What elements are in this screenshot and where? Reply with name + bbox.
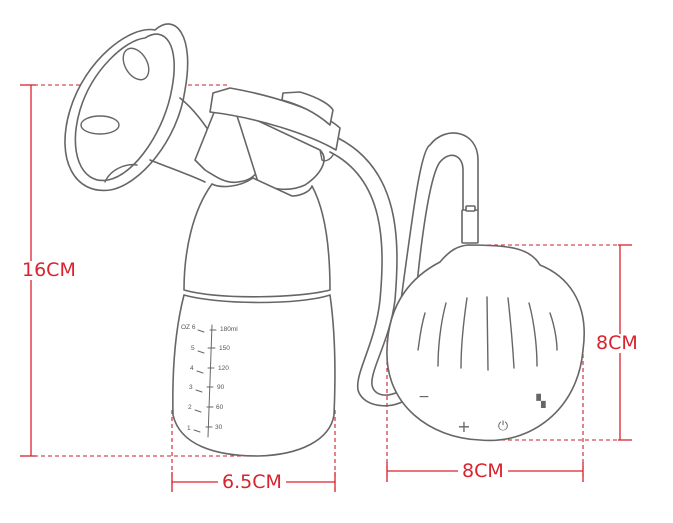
scale-oz-3: 3 [189, 384, 193, 391]
power-icon: ⏻ [497, 419, 509, 434]
scale-oz-1: 1 [187, 425, 191, 432]
scale-oz-2: 2 [188, 404, 192, 411]
pump-height-label: 16CM [22, 259, 76, 281]
scale-oz-6: OZ 6 [181, 324, 196, 331]
pump-body [172, 87, 341, 457]
scale-ml-60: 60 [216, 404, 224, 411]
bottle-width-label: 6.5CM [218, 473, 286, 492]
scale-ml-30: 30 [215, 424, 223, 431]
scale-ml-150: 150 [219, 345, 230, 352]
plus-icon: + [457, 417, 471, 436]
scale-ml-120: 120 [218, 365, 229, 372]
motor-height-label: 8CM [596, 332, 638, 354]
scale-ml-90: 90 [217, 384, 225, 391]
scale-oz-4: 4 [190, 365, 194, 372]
breast-shield [64, 23, 216, 192]
minus-icon: − [418, 389, 430, 405]
scale-ml-180: 180ml [220, 326, 238, 333]
mode-icon: ▚ [536, 394, 546, 408]
motor-unit [386, 244, 585, 442]
scale-oz-5: 5 [191, 345, 195, 352]
motor-width-label: 8CM [458, 462, 508, 481]
